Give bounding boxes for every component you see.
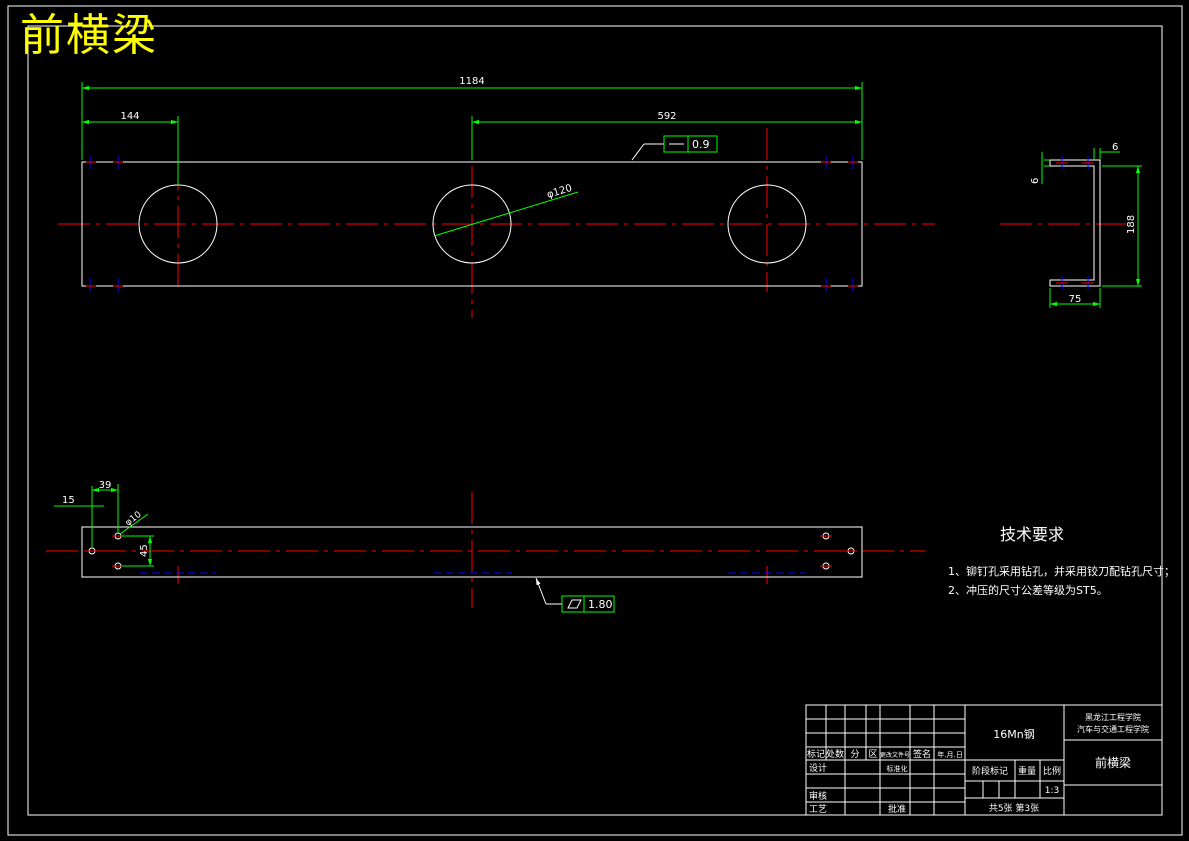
dim-rivet-diameter: φ10 xyxy=(124,510,144,529)
tech-req-title: 技术要求 xyxy=(1000,525,1064,544)
dim-web-thickness: 6 xyxy=(1112,142,1118,153)
tech-req-item-2: 2、冲压的尺寸公差等级为ST5。 xyxy=(948,583,1108,597)
flatness-tolerance: 0.9 xyxy=(631,135,718,161)
dim-rivet-spacing: 45 xyxy=(139,544,150,557)
front-centerlines xyxy=(58,118,935,318)
hdr-date: 年.月.日 xyxy=(937,750,962,759)
tech-req-item-1: 1、铆钉孔采用钻孔，并采用铰刀配钻孔尺寸； xyxy=(948,564,1175,578)
scale-value: 1:3 xyxy=(1045,786,1059,796)
drawing-frame xyxy=(7,5,1183,836)
row-design: 设计 xyxy=(809,762,827,774)
college-name: 汽车与交通工程学院 xyxy=(1077,724,1149,734)
dim-flange-thickness: 6 xyxy=(1030,178,1041,184)
row-process: 工艺 xyxy=(809,804,827,815)
front-plate-outline xyxy=(81,161,863,287)
dim-total-length: 1184 xyxy=(459,76,484,87)
front-rivet-marks xyxy=(86,156,858,292)
dim-hole-diameter: φ120 xyxy=(546,183,574,201)
drawing-title: 前横梁 xyxy=(20,10,158,61)
weight-label: 重量 xyxy=(1018,765,1036,777)
school-name: 黑龙江工程学院 xyxy=(1085,712,1141,722)
side-dimensions xyxy=(1041,148,1142,308)
dim-flange-width: 75 xyxy=(1069,294,1082,305)
top-plate-outline xyxy=(81,526,863,578)
side-view: 6 6 188 75 xyxy=(1000,142,1142,308)
title-block: 黑龙江工程学院 汽车与交通工程学院 16Mn钢 前横梁 标记 处数 分 区 更改… xyxy=(805,704,1163,816)
front-view: 1184 144 592 φ120 0.9 xyxy=(58,76,935,318)
hdr-change-doc: 更改文件号 xyxy=(880,751,910,759)
front-dimensions xyxy=(81,82,863,237)
scale-label: 比例 xyxy=(1043,765,1061,777)
flatness-value: 0.9 xyxy=(692,138,710,151)
row-review: 审核 xyxy=(809,790,827,802)
parallelism-value: 1.80 xyxy=(588,598,613,611)
dim-left-offset: 144 xyxy=(120,111,139,122)
sheet-count: 共5张 第3张 xyxy=(989,802,1039,814)
material-name: 16Mn钢 xyxy=(993,728,1034,741)
dim-edge-distance: 15 xyxy=(62,495,75,506)
technical-requirements: 技术要求 1、铆钉孔采用钻孔，并采用铰刀配钻孔尺寸； 2、冲压的尺寸公差等级为S… xyxy=(948,525,1175,597)
hdr-mark: 标记 xyxy=(807,748,825,760)
hdr-zone: 区 xyxy=(868,749,877,760)
hdr-count: 处数 xyxy=(826,748,844,760)
dim-half-length: 592 xyxy=(657,111,676,122)
hdr-div: 分 xyxy=(850,749,859,760)
top-dimensions xyxy=(54,484,154,567)
hdr-signature: 签名 xyxy=(913,748,931,760)
dim-rivet-pitch: 39 xyxy=(99,480,112,491)
parallelism-tolerance: 1.80 xyxy=(535,577,615,613)
stage-mark-label: 阶段标记 xyxy=(972,765,1008,777)
row-approve: 批准 xyxy=(888,803,906,815)
part-name: 前横梁 xyxy=(1095,755,1131,770)
side-channel-profile xyxy=(1049,159,1101,287)
row-standardization: 标准化 xyxy=(887,764,908,773)
lightening-hole-right xyxy=(727,184,807,264)
dim-channel-height: 188 xyxy=(1126,215,1137,234)
top-view: 15 39 φ10 45 1.80 xyxy=(46,480,925,613)
lightening-hole-center xyxy=(432,184,512,264)
